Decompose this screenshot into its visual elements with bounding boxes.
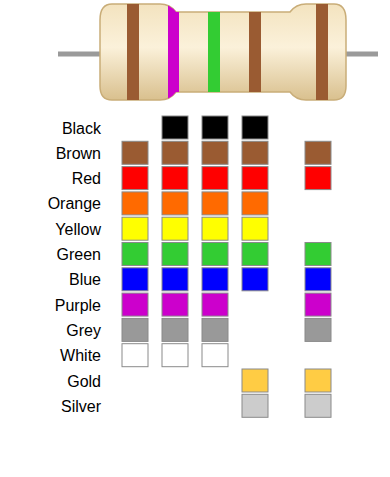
color-name: Grey [66,321,101,341]
color-swatch [162,293,188,316]
color-band [127,0,139,110]
color-name: White [60,346,101,366]
color-swatch [162,141,188,164]
color-name: Brown [56,144,101,164]
resistor-lead [344,52,378,57]
color-name: Yellow [55,220,101,240]
color-swatch [242,369,268,392]
color-swatch [305,293,331,316]
color-swatch [122,141,148,164]
color-name: Purple [55,296,101,316]
color-name: Blue [69,270,101,290]
color-swatch [122,344,148,367]
color-swatch [162,318,188,341]
color-swatch [202,344,228,367]
color-swatch [122,318,148,341]
color-swatch [202,318,228,341]
color-swatch [242,217,268,240]
color-swatch [202,268,228,291]
color-swatch [122,192,148,215]
color-swatch [122,243,148,266]
color-swatch [162,217,188,240]
color-swatch [122,268,148,291]
color-name: Red [72,169,101,189]
color-swatch [162,167,188,190]
color-swatch [202,167,228,190]
color-name: Green [57,245,101,265]
color-swatch [242,192,268,215]
color-swatch [202,116,228,139]
color-name: Black [62,119,101,139]
color-swatch [242,268,268,291]
color-band [316,0,328,110]
color-swatch [305,268,331,291]
resistor-lead [58,52,102,57]
color-swatch [305,369,331,392]
color-swatch [242,243,268,266]
color-swatch [305,243,331,266]
color-swatch [242,394,268,417]
color-band [168,0,179,110]
color-swatch [202,141,228,164]
color-swatch [162,192,188,215]
color-name: Gold [67,372,101,392]
color-swatch [242,167,268,190]
color-swatch [122,293,148,316]
color-swatch [162,243,188,266]
color-name: Silver [61,397,101,417]
color-swatch [202,243,228,266]
color-swatch [162,268,188,291]
color-name: Orange [48,194,101,214]
color-swatch [202,293,228,316]
color-swatch [162,344,188,367]
color-swatch [242,141,268,164]
color-swatch [162,116,188,139]
resistor-bands [127,0,328,110]
color-band [249,0,261,110]
color-swatch [122,167,148,190]
color-swatch [305,394,331,417]
color-band [208,0,220,110]
color-swatch [202,217,228,240]
color-swatch [122,217,148,240]
color-swatch [242,116,268,139]
color-swatch [305,141,331,164]
color-swatch [305,318,331,341]
color-swatch [305,167,331,190]
color-swatch [202,192,228,215]
